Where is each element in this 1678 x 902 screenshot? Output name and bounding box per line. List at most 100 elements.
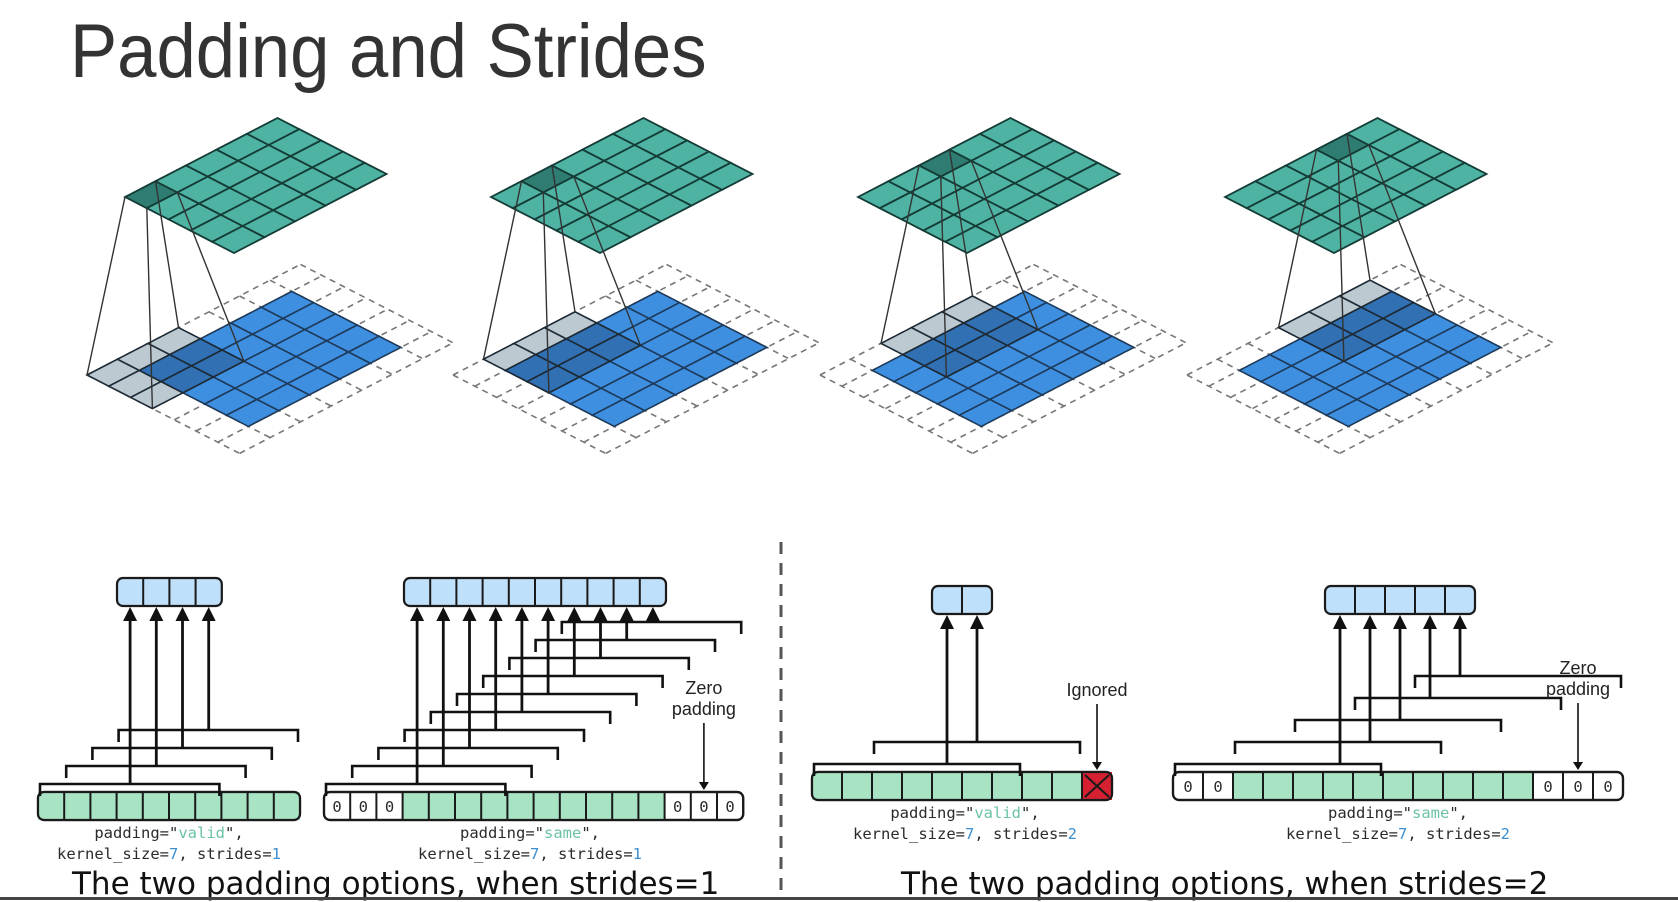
padding-grid-line xyxy=(239,342,454,455)
strides-value: 1 xyxy=(272,845,281,863)
kernel-window-bracket xyxy=(64,764,247,778)
input-cell xyxy=(1263,772,1293,800)
padding-value: same xyxy=(1412,804,1449,822)
input-cell xyxy=(481,792,508,820)
input-cell xyxy=(64,792,91,820)
arrow-head xyxy=(1453,615,1467,629)
input-cell xyxy=(638,792,665,820)
arrow-head xyxy=(940,615,954,629)
input-cell xyxy=(1383,772,1413,800)
arrow-head xyxy=(970,615,984,629)
strides-prefix: , strides= xyxy=(974,825,1067,843)
strides-value: 2 xyxy=(1501,825,1510,843)
projection-line xyxy=(86,196,126,376)
padding-grid-line xyxy=(605,342,820,455)
input-cell xyxy=(932,772,962,800)
projection-line xyxy=(1277,149,1318,328)
slide-title: Padding and Strides xyxy=(70,9,707,94)
input-row-border xyxy=(322,790,745,822)
padding-suffix: ", xyxy=(1449,804,1468,822)
padding-caption: padding="same", xyxy=(1328,804,1468,822)
input-cell xyxy=(1413,772,1443,800)
output-cell xyxy=(332,161,389,191)
padding-grid-line xyxy=(972,342,1187,455)
arrow-head xyxy=(201,607,216,621)
arrow-head xyxy=(541,607,556,621)
kernel-window-bracket xyxy=(1233,740,1443,754)
projection-line xyxy=(880,165,920,344)
annotation-arrow-head xyxy=(1092,762,1102,770)
padding-suffix: ", xyxy=(1021,804,1040,822)
projection-line xyxy=(482,181,523,360)
arrow-head xyxy=(593,607,608,621)
input-cell xyxy=(1353,772,1383,800)
projection-line xyxy=(542,192,550,393)
output-cell xyxy=(698,161,755,191)
input-cell xyxy=(247,792,274,820)
input-row-border xyxy=(36,790,302,822)
padding-prefix: padding=" xyxy=(460,824,544,842)
input-cell xyxy=(1503,772,1533,800)
arrow-head xyxy=(1393,615,1407,629)
zero-pad-cell: 0 xyxy=(332,798,341,816)
arrow-head xyxy=(1423,615,1437,629)
projection-line xyxy=(948,149,974,297)
kernel-value: 7 xyxy=(1398,825,1407,843)
input-cell xyxy=(992,772,1022,800)
input-cell xyxy=(221,792,248,820)
bottom-rule xyxy=(0,897,1678,900)
projection-line xyxy=(146,208,154,409)
conv3d-illustrations xyxy=(85,116,1554,455)
conv3d-step-2 xyxy=(452,116,820,455)
kernel-prefix: kernel_size= xyxy=(853,825,965,843)
kernel-window-bracket xyxy=(1413,674,1623,688)
caption-strides-1: The two padding options, when strides=1 xyxy=(72,866,720,902)
padding-prefix: padding=" xyxy=(890,804,974,822)
kernel-window-bracket xyxy=(91,746,274,760)
input-cell xyxy=(273,792,300,820)
input-cell xyxy=(962,772,992,800)
arrow-head xyxy=(567,607,582,621)
arrow-head xyxy=(619,607,634,621)
projection-line xyxy=(1346,133,1371,281)
input-cell xyxy=(1446,335,1503,365)
strides-prefix: , strides= xyxy=(178,845,271,863)
padding-suffix: ", xyxy=(225,824,244,842)
padding-caption: padding="same", xyxy=(460,824,600,842)
input-cell xyxy=(402,792,429,820)
caption-strides-2: The two padding options, when strides=2 xyxy=(901,866,1549,902)
kernel-window-bracket xyxy=(872,740,1082,754)
arrow-head xyxy=(462,607,477,621)
input-cell xyxy=(455,792,482,820)
zero-pad-cell: 0 xyxy=(1543,778,1552,796)
kernel-window-bracket xyxy=(117,728,300,742)
panel-valid-s1: padding="valid",kernel_size=7, strides=1 xyxy=(36,576,302,863)
padding-prefix: padding=" xyxy=(94,824,178,842)
input-cell xyxy=(612,792,639,820)
padding-value: valid xyxy=(974,804,1021,822)
projection-line xyxy=(154,181,180,328)
input-cell xyxy=(812,772,842,800)
output-cell xyxy=(1065,161,1122,191)
projection-line xyxy=(573,176,642,346)
padding-suffix: ", xyxy=(581,824,600,842)
annotation-label: padding xyxy=(1546,679,1610,699)
strides-prefix: , strides= xyxy=(539,845,632,863)
zero-pad-cell: 0 xyxy=(359,798,368,816)
strides-prefix: , strides= xyxy=(1407,825,1500,843)
zero-pad-cell: 0 xyxy=(725,798,734,816)
conv3d-step-1 xyxy=(85,116,454,455)
kernel-prefix: kernel_size= xyxy=(418,845,530,863)
zero-pad-cell: 0 xyxy=(1183,778,1192,796)
input-row-border xyxy=(1171,770,1625,802)
zero-pad-cell: 0 xyxy=(1573,778,1582,796)
input-cell xyxy=(533,792,560,820)
projection-line xyxy=(970,160,1039,330)
zero-pad-cell: 0 xyxy=(673,798,682,816)
padding-grid-line xyxy=(1339,342,1554,455)
